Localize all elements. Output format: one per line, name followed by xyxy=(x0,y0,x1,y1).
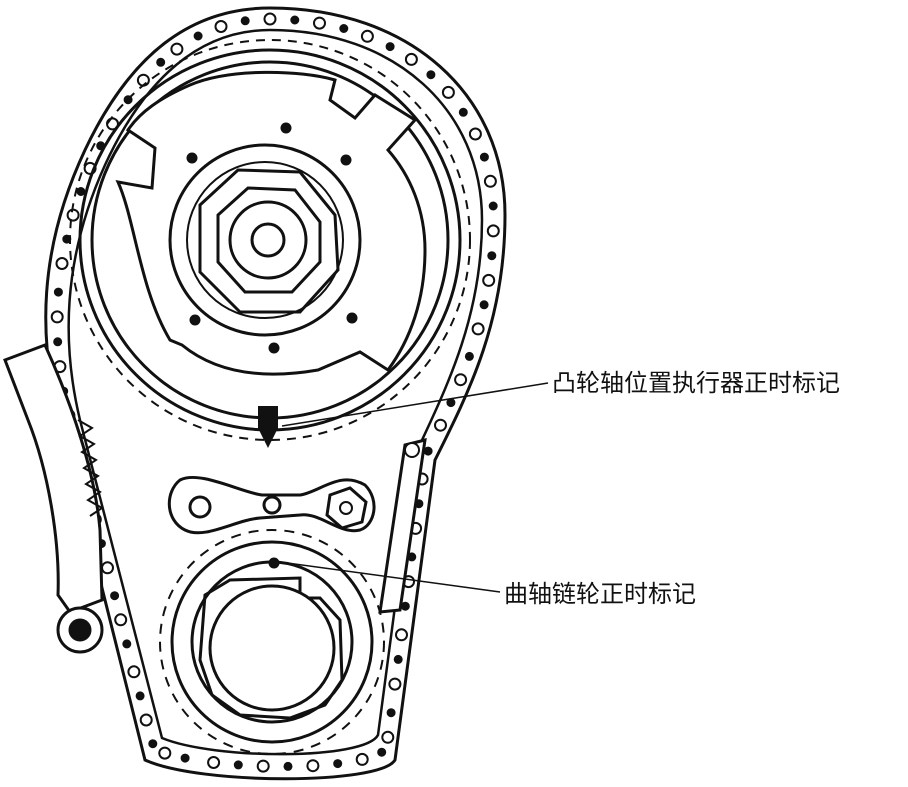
callout-leaders xyxy=(279,382,549,593)
chain-link xyxy=(386,708,396,718)
crank-sprocket-teeth xyxy=(159,529,385,755)
chain-link xyxy=(148,739,158,749)
crank-timing-mark xyxy=(268,557,280,569)
chain-link xyxy=(400,601,410,611)
chain-link xyxy=(76,187,86,196)
chain-link xyxy=(139,713,153,727)
actuator-hole-6 xyxy=(268,342,280,354)
chain-link xyxy=(156,57,166,67)
leader-crankshaft-mark xyxy=(279,561,501,593)
crankshaft-sprocket xyxy=(159,529,385,755)
camshaft-bolt-center xyxy=(250,222,286,258)
chain-link xyxy=(434,418,447,432)
chain-link xyxy=(488,201,498,211)
chain-link xyxy=(240,16,250,26)
chain-link xyxy=(458,107,468,117)
camshaft-bolt-head xyxy=(216,186,322,294)
chain-link xyxy=(256,759,270,773)
chain-link xyxy=(313,16,326,30)
chain-link xyxy=(55,257,69,270)
chain-link xyxy=(306,759,320,773)
chain-link xyxy=(393,654,403,664)
chain-link xyxy=(454,373,468,387)
chain-link xyxy=(479,300,489,310)
chain-link xyxy=(170,42,184,56)
chain-link xyxy=(381,730,395,744)
chain-link xyxy=(468,127,482,141)
camshaft-sprocket-teeth xyxy=(69,39,471,441)
chain-link xyxy=(214,20,228,33)
crank-sprocket-rim xyxy=(170,540,374,744)
chain-damper-bracket xyxy=(167,475,376,535)
camshaft-actuator xyxy=(69,39,471,441)
chain-link xyxy=(377,747,387,757)
chain-link xyxy=(471,322,485,336)
chain-link xyxy=(158,746,172,760)
chain-link xyxy=(426,70,436,80)
chain-link xyxy=(233,760,243,770)
chain-inner-edge xyxy=(67,28,484,756)
chain-link xyxy=(395,628,408,642)
chain-link xyxy=(263,12,277,26)
chain-link xyxy=(180,753,190,763)
tensioner-pivot-inner xyxy=(68,618,92,642)
camshaft-mark-label: 凸轮轴位置执行器正时标记 xyxy=(552,369,840,397)
chain-link xyxy=(479,152,489,162)
chain-tensioner xyxy=(3,343,104,654)
chain-link xyxy=(122,639,132,649)
chain-link xyxy=(135,691,145,701)
chain-link xyxy=(193,31,203,41)
chain-link xyxy=(66,208,80,222)
actuator-hole-1 xyxy=(280,122,292,134)
actuator-hole-5 xyxy=(346,312,358,324)
crankshaft-mark-label: 曲轴链轮正时标记 xyxy=(504,580,696,608)
chain-link xyxy=(207,756,221,769)
leader-camshaft-mark xyxy=(281,382,549,427)
chain-link xyxy=(333,759,343,769)
tensioner-shoe xyxy=(3,343,104,614)
chain-guide-right xyxy=(378,438,427,614)
chain-link xyxy=(110,591,120,601)
tensioner-spring xyxy=(77,419,104,517)
chain-link xyxy=(114,613,128,627)
chain-link xyxy=(404,52,418,66)
chain-link xyxy=(385,42,395,52)
chain-link xyxy=(482,273,496,287)
chain-link xyxy=(290,15,300,25)
chain-link xyxy=(441,85,455,99)
actuator-hole-3 xyxy=(340,154,352,166)
chain-link xyxy=(355,752,369,766)
actuator-center-ring-inner xyxy=(186,161,344,319)
chain-link xyxy=(423,446,433,456)
chain-link xyxy=(487,251,497,261)
chain-link xyxy=(53,287,63,297)
actuator-hole-4 xyxy=(189,314,201,326)
crank-keyway xyxy=(198,576,344,720)
chain-link xyxy=(283,761,293,771)
chain-link xyxy=(53,337,63,347)
actuator-center-ring xyxy=(168,143,362,337)
chain-outer-edge xyxy=(44,6,507,781)
camshaft-timing-mark xyxy=(258,406,278,448)
camshaft-bolt-ring xyxy=(228,200,308,280)
chain-link xyxy=(50,310,64,324)
chain-link xyxy=(339,24,349,33)
chain-link xyxy=(127,665,141,679)
chain-link xyxy=(486,224,500,238)
chain-link xyxy=(464,351,474,361)
chain-link xyxy=(360,29,374,43)
chain-link xyxy=(388,677,402,691)
chain-link xyxy=(446,398,456,408)
actuator-hole-2 xyxy=(186,152,198,164)
chain-link xyxy=(101,561,114,575)
crank-bore xyxy=(208,584,336,712)
camshaft-bolt-flange xyxy=(198,168,340,314)
chain-link xyxy=(483,174,497,188)
